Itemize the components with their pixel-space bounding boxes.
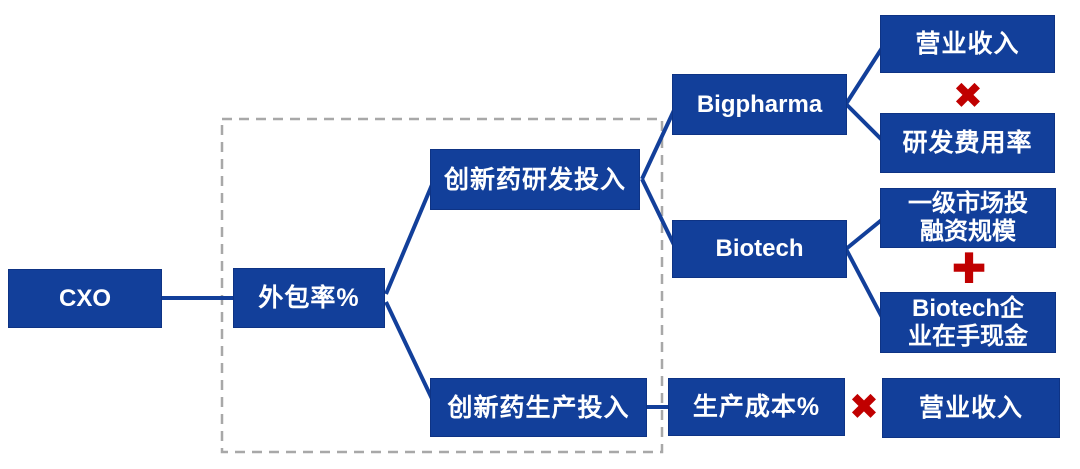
node-biotech: Biotech — [672, 220, 847, 278]
multiply-icon: ✖ — [848, 386, 880, 428]
dashed-scope-boundary — [220, 117, 664, 454]
node-rnd-investment: 创新药研发投入 — [430, 149, 640, 210]
node-rnd-expense-ratio: 研发费用率 — [880, 113, 1055, 173]
node-outsourcing-rate: 外包率% — [233, 268, 385, 328]
connector-rnd-bigpharma — [640, 105, 678, 180]
plus-icon: ✚ — [951, 243, 987, 293]
node-cxo: CXO — [8, 269, 162, 328]
connector-bigpharma-rndexpense — [844, 102, 886, 144]
connector-outsourcing-rnd — [384, 179, 436, 295]
node-production-cost-pct: 生产成本% — [668, 378, 845, 436]
node-primary-market-funding: 一级市场投 融资规模 — [880, 188, 1056, 248]
connector-bigpharma-revenue — [844, 43, 886, 106]
node-revenue-bottom: 营业收入 — [882, 378, 1060, 438]
node-bigpharma: Bigpharma — [672, 74, 847, 135]
connector-biotech-cash — [844, 248, 886, 322]
multiply-icon: ✖ — [952, 75, 984, 117]
connector-rnd-biotech — [640, 178, 678, 250]
node-biotech-cash: Biotech企 业在手现金 — [880, 292, 1056, 353]
connector-biotech-primarymarket — [844, 216, 886, 251]
node-production-investment: 创新药生产投入 — [430, 378, 647, 437]
connector-outsourcing-production — [384, 301, 436, 404]
node-revenue-top: 营业收入 — [880, 15, 1055, 73]
